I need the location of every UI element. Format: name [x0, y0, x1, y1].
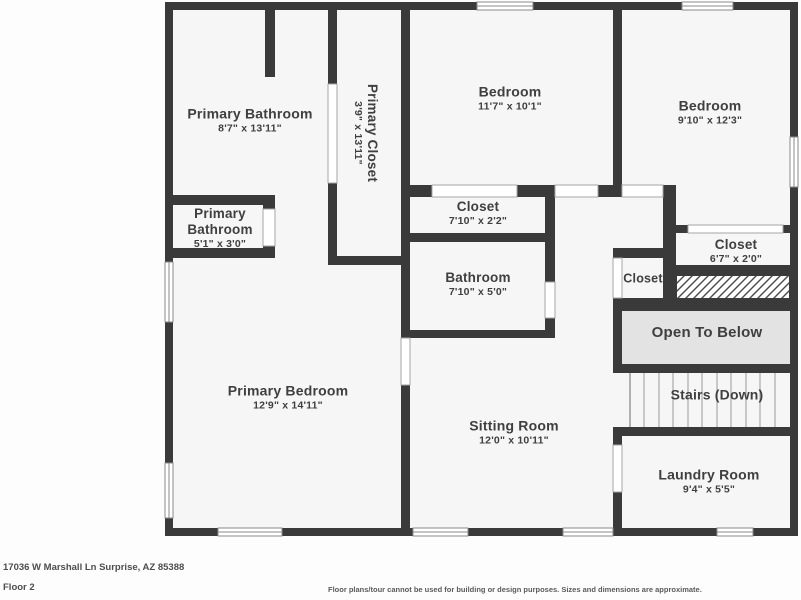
windows	[164, 1, 799, 537]
hatched-area	[675, 274, 791, 300]
window	[164, 462, 174, 519]
laundry-door	[612, 444, 623, 493]
footer-disclaimer: Floor plans/tour cannot be used for buil…	[328, 585, 702, 594]
open-to-below-area	[622, 311, 790, 364]
small-primary-bathroom-door	[262, 208, 276, 247]
footer-floor-label: Floor 2	[3, 582, 35, 593]
bedroom2-door	[621, 184, 664, 198]
window	[562, 527, 614, 537]
primary-bedroom-door	[400, 337, 411, 386]
door-openings	[262, 83, 784, 493]
window	[164, 261, 174, 323]
bedroom1-closet-doors	[431, 184, 518, 198]
bedroom2-closet-doors	[687, 224, 784, 234]
small-closet-door	[612, 257, 623, 299]
window	[476, 1, 534, 11]
bathroom-door	[544, 281, 556, 319]
bedroom1-door	[554, 184, 599, 198]
window	[681, 1, 734, 11]
window	[412, 527, 469, 537]
primary-closet-door	[327, 83, 338, 184]
window	[789, 136, 799, 188]
footer-address: 17036 W Marshall Ln Surprise, AZ 85388	[3, 562, 185, 573]
window	[716, 527, 754, 537]
stairs-treads	[629, 373, 776, 427]
window	[217, 527, 283, 537]
